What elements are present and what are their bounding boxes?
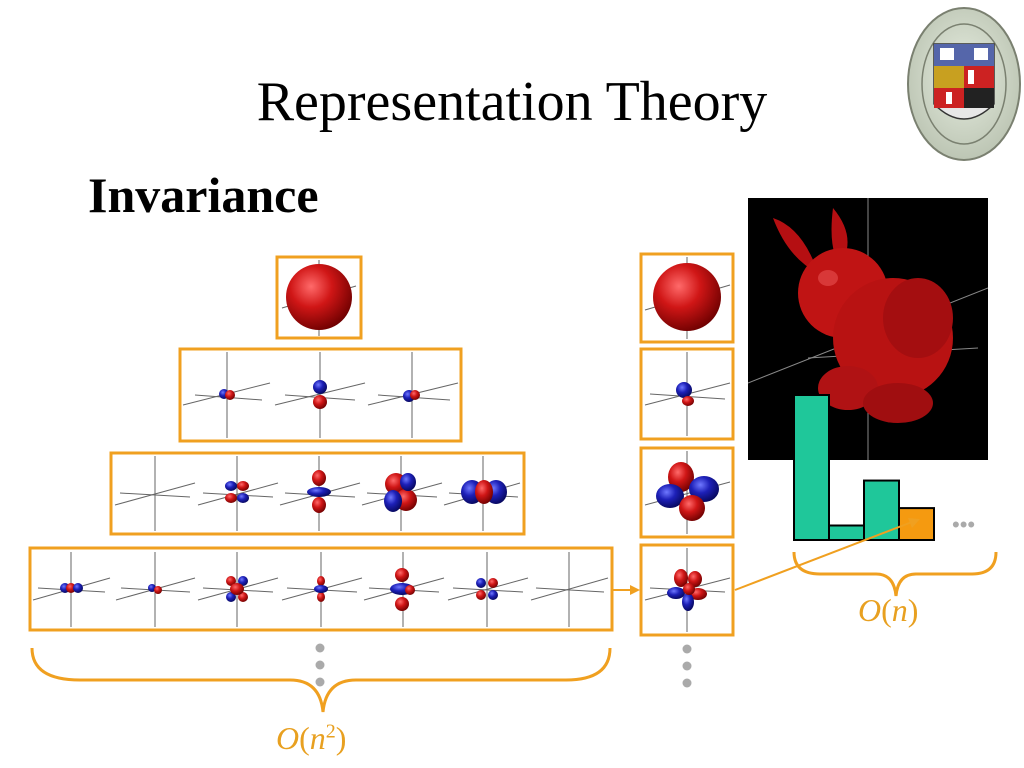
bar-arrow [734,518,920,591]
linear-o: O [858,592,882,628]
linear-n: n [891,592,908,628]
degree-0-frame [275,255,363,340]
harmonic-pyramid [28,255,614,632]
sum-0-frame [639,252,735,344]
degree-2-harmonic-2 [197,456,279,531]
linear-brace [792,551,998,597]
degree-3-harmonic-1 [32,552,111,627]
linear-complexity-label: O(n) [858,592,918,629]
linear-open-paren: ( [881,592,892,628]
university-seal-logo [907,7,1021,161]
sum-0-harmonic [644,257,731,339]
quadratic-brace [30,647,612,713]
sum-1-frame [639,347,735,441]
sum-1-harmonic [644,352,731,436]
sum-3-frame [639,543,735,637]
quadratic-o: O [276,720,300,756]
quadratic-complexity-label: O(n2) [276,720,346,757]
spectrum-bar-2 [828,524,865,541]
degree-1-harmonic-2 [274,352,366,438]
linear-close-paren: ) [907,592,919,628]
sum-2-harmonic [644,451,731,534]
degree-2-harmonic-5 [443,456,521,531]
horizontal-ellipsis: ••• [952,512,975,537]
right-column [639,252,735,637]
quadratic-n: n [309,720,326,756]
sum-2-frame [639,446,735,539]
degree-1-harmonic-3 [367,352,459,438]
degree-3-harmonic-5 [363,552,445,627]
degree-3-harmonic-3 [197,552,279,627]
degree-3-harmonic-4 [281,552,363,627]
degree-3-harmonic-2 [115,552,196,627]
quadratic-close-paren: ) [335,720,347,756]
degree-1-harmonic-1 [182,352,271,438]
degree-2-harmonic-1 [114,456,196,531]
degree-3-harmonic-7 [530,552,609,627]
degree-2-harmonic-4 [361,456,443,531]
bunny-3d-render [747,198,989,460]
bunny-shape [747,198,989,460]
slide-title: Representation Theory [256,71,768,133]
vertical-ellipsis-left [315,643,325,687]
slide-subtitle: Invariance [88,167,319,223]
degree-2-frame [109,451,526,536]
spectrum-bar-chart [793,394,935,542]
sum-3-harmonic [644,548,731,632]
degree-0-harmonic [281,260,357,336]
spectrum-bar-3 [863,479,900,541]
vertical-ellipsis-right [682,644,692,688]
quadratic-open-paren: ( [299,720,310,756]
degree-1-frame [178,347,463,443]
spectrum-bar-1 [793,394,830,541]
quadratic-exponent: 2 [325,720,336,743]
sum-arrow [612,585,640,595]
degree-2-harmonic-3 [279,456,361,531]
degree-3-harmonic-6 [447,552,529,627]
